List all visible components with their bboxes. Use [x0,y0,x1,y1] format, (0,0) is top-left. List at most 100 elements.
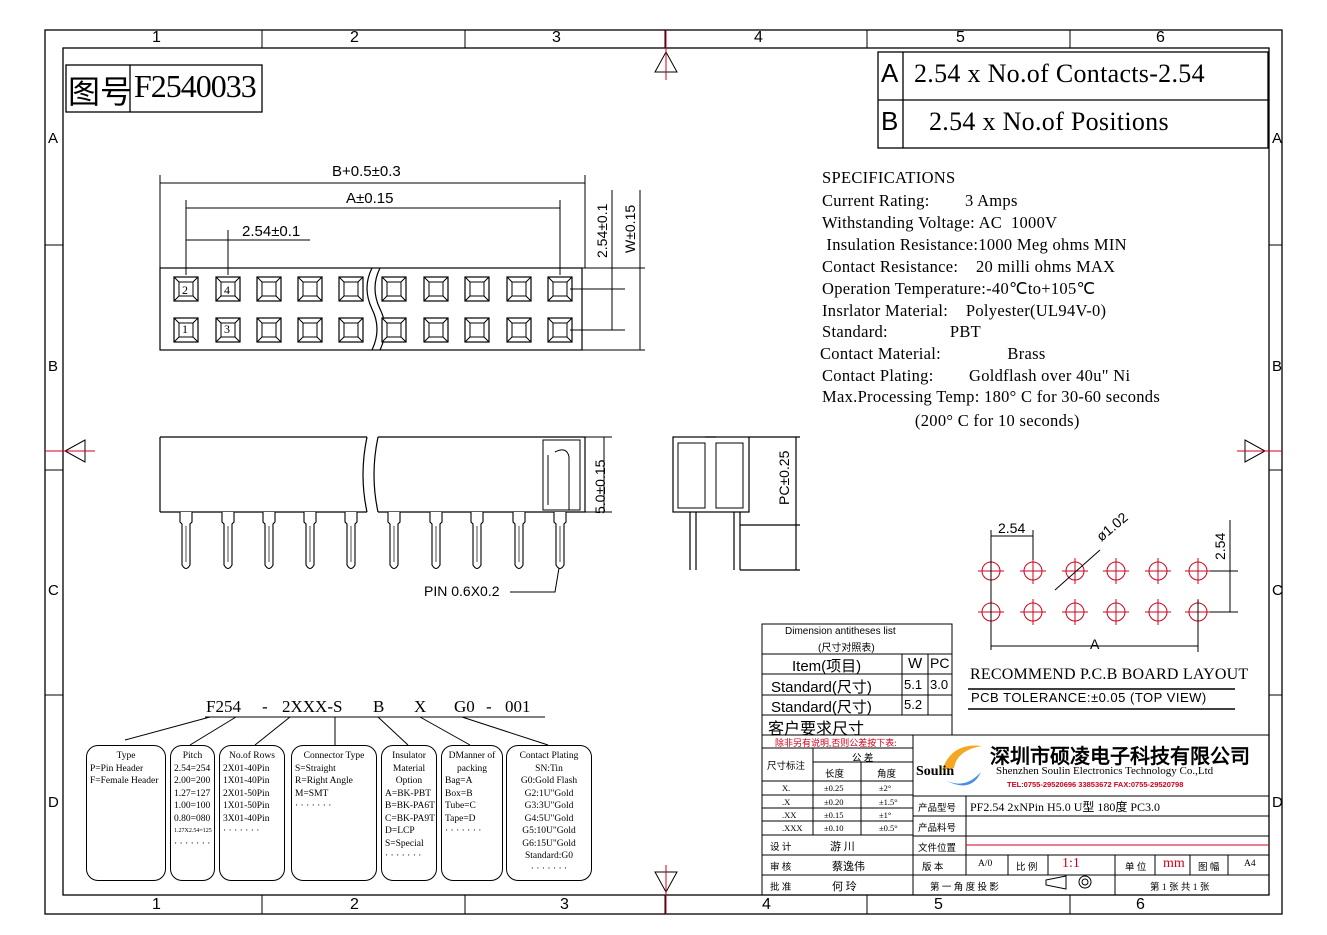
design-name: 游 川 [830,841,855,853]
spec-line: Current Rating: 3 Amps [822,191,1018,210]
tol-col: 角度 [877,770,897,780]
scale-label: 比 例 [1016,863,1038,873]
legend-line: · · · · · · · [530,863,568,874]
pin-number: 2 [182,283,188,297]
legend-line: S=Straight [295,763,336,774]
legend-title: No.of Rows [229,751,275,761]
model-value: PF2.54 2xNPin H5.0 U型 180度 PC3.0 [970,800,1161,814]
pcb-pitch-y: 2.54 [1212,532,1228,560]
material-label: 产品料号 [918,824,957,834]
spec-line: Contact Material: Brass [820,344,1046,363]
drawing-no-value: F2540033 [134,68,257,104]
legend-line: 1X01-50Pin [223,801,270,811]
tol-col: 长度 [825,770,845,780]
table-cell: Standard(尺寸) [771,699,872,716]
legend-line: B=BK-PA6T [385,801,435,811]
legend-title: DManner of packing [448,751,496,774]
version-value: A/0 [978,859,993,869]
legend-line: 2.54=254 [174,763,211,774]
legend-line: G2:1U"Gold [524,788,574,799]
row-label: D [48,794,59,811]
legend-line: · · · · · · · [445,826,482,836]
legend-line: S=Special [385,838,424,849]
legend-line: C=BK-PA9T [385,813,435,824]
legend-line: 1X01-40Pin [223,776,270,786]
tolerance-header: 公 差 [852,754,874,764]
legend-line: Standard:G0 [524,851,574,861]
legend-line: M=SMT [295,788,329,799]
tolerance-cell: ±0.25 [824,783,844,793]
pn-part: X [414,697,427,716]
dim-key-a: A [881,58,899,88]
dim-row-label: 2.54±0.1 [594,203,610,258]
approve-label: 批 准 [770,883,792,893]
spec-line: Withstanding Voltage: AC 1000V [822,213,1058,232]
col-header-item: Item(项目) [792,658,862,675]
approve-name: 何 玲 [832,881,857,893]
legend-line: · · · · · · · [295,801,332,811]
tolerance-note: 除非另有说明,否则公差按下表: [775,738,897,748]
col-label: 3 [560,896,569,913]
spec-line: Contact Plating: Goldflash over 40u" Ni [822,366,1131,385]
check-label: 审 核 [770,863,792,873]
row-label: C [1272,582,1283,599]
unit-label: 单 位 [1125,863,1147,873]
spec-line: Contact Resistance: 20 milli ohms MAX [822,257,1116,276]
pin-number: 3 [224,322,230,336]
col-label: 2 [350,29,359,46]
spec-line: Standard: PBT [822,322,982,341]
col-label: 5 [934,896,943,913]
legend-line: G3:3U"Gold [524,801,574,811]
pn-part: G0 [454,697,475,716]
projection-label: 第 一 角 度 投 影 [930,883,999,893]
legend-title: Insulator Material Option [392,751,426,786]
company-contact: TEL:0755-29520696 33853672 FAX:0755-2952… [1007,780,1184,789]
dim-pitch-label: 2.54±0.1 [242,223,301,240]
spec-heading: SPECIFICATIONS [822,168,956,187]
table-cell: Standard(尺寸) [771,679,872,696]
spec-line: Operation Temperature:-40℃to+105℃ [822,279,1096,298]
dim-b-label: B+0.5±0.3 [332,163,401,180]
logo-swoosh [942,745,982,770]
drawing-no-label: 图号 [68,73,133,111]
pn-part: 001 [505,697,531,716]
tolerance-cell: ±0.20 [824,797,844,807]
col-header-pc: PC [930,655,950,671]
company-name-en: Shenzhen Soulin Electronics Technology C… [996,765,1214,777]
legend-line: 2.00=200 [174,776,211,786]
spec-line: Max.Processing Temp: 180° C for 30-60 se… [822,387,1161,406]
tolerance-cell: ±0.10 [824,823,844,833]
dimension-list-subtitle: (尺寸对照表) [818,643,875,654]
pcb-tolerance: PCB TOLERANCE:±0.05 (TOP VIEW) [971,690,1207,705]
dim-a-label: A±0.15 [346,190,394,207]
legend-title: Pitch [182,751,203,761]
col-label: 2 [350,896,359,913]
row-label: D [1272,794,1283,811]
tolerance-cell: ±1° [879,810,892,820]
tolerance-label: 尺寸标注 [767,762,806,772]
legend-line: · · · · · · · [223,826,260,836]
col-label: 4 [762,896,771,913]
legend-line: 3X01-40Pin [223,813,270,824]
legend-line: Tape=D [445,813,476,824]
col-label: 3 [552,29,561,46]
col-label: 4 [754,29,763,46]
pn-part: - [486,697,492,716]
table-cell: 3.0 [930,677,949,692]
pn-part: F254 [206,697,241,716]
company-name-cn: 深圳市硕凌电子科技有限公司 [990,744,1250,768]
legend-title: Connector Type [303,751,365,761]
pcb-layout-title: RECOMMEND P.C.B BOARD LAYOUT [970,666,1249,683]
legend-line: 2X01-40Pin [223,763,270,774]
row-label: C [48,582,59,599]
legend-title: Contact Plating [519,751,579,761]
legend-line: 2X01-50Pin [223,788,270,799]
legend-line: G5:10U"Gold [522,826,576,836]
spec-line: Insulation Resistance:1000 Meg ohms MIN [822,235,1127,254]
pn-part: B [373,697,385,716]
dim-key-b: B [881,106,899,136]
